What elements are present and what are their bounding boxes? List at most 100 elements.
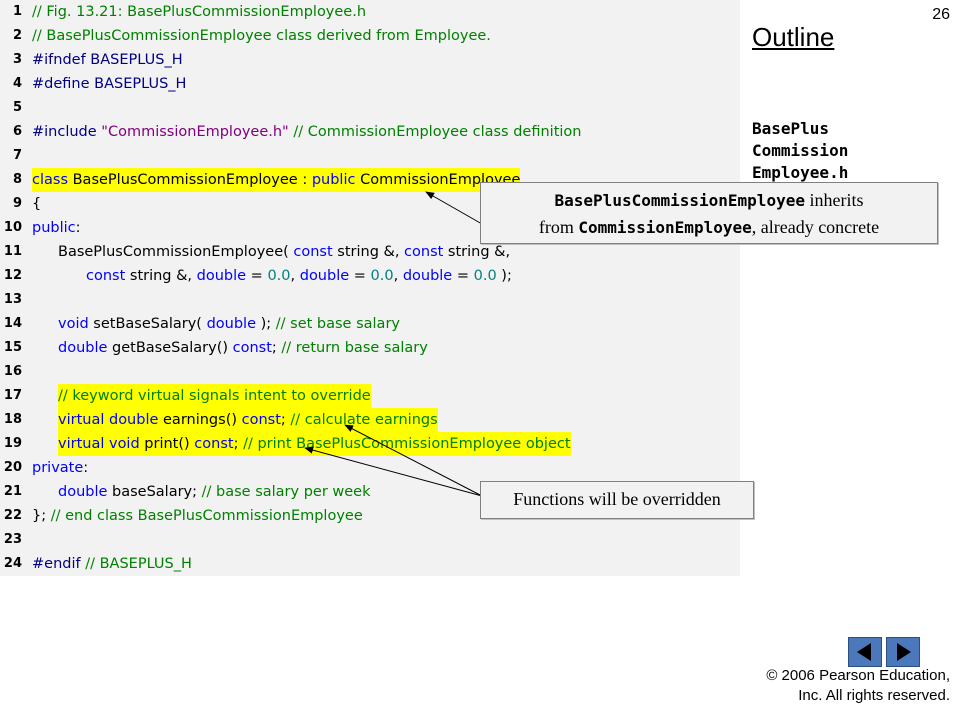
filename-line-2: Commission xyxy=(752,141,849,160)
code-text: const string &, double = 0.0, double = 0… xyxy=(86,264,512,288)
code-token: string &, xyxy=(332,244,405,260)
code-token: : xyxy=(75,220,81,236)
code-text: // Fig. 13.21: BasePlusCommissionEmploye… xyxy=(32,0,366,24)
code-token: ; xyxy=(271,340,282,356)
outline-title[interactable]: Outline xyxy=(752,22,835,52)
code-token: // Fig. 13.21: BasePlusCommissionEmploye… xyxy=(32,4,367,20)
line-number: 4 xyxy=(12,76,22,91)
line-number: 6 xyxy=(12,124,22,139)
code-token: = xyxy=(349,268,371,284)
code-listing: 1 // Fig. 13.21: BasePlusCommissionEmploy… xyxy=(0,0,740,576)
code-token: , xyxy=(290,268,300,284)
line-number: 3 xyxy=(12,52,22,67)
callout-inherits: BasePlusCommissionEmployee inherits from… xyxy=(480,182,938,244)
code-token: , xyxy=(393,268,403,284)
code-token: const xyxy=(241,412,281,428)
code-line: 7 xyxy=(0,144,740,168)
code-line: 24#endif // BASEPLUS_H xyxy=(0,552,740,576)
code-token: 0.0 xyxy=(370,268,394,284)
code-token: = xyxy=(246,268,268,284)
prev-slide-button[interactable] xyxy=(848,637,882,667)
code-token: // CommissionEmployee class definition xyxy=(288,124,582,140)
code-text: #include "CommissionEmployee.h" // Commi… xyxy=(32,120,581,144)
code-token: earnings() xyxy=(158,412,242,428)
next-slide-button[interactable] xyxy=(886,637,920,667)
line-number: 16 xyxy=(3,364,22,379)
code-token: public xyxy=(32,220,76,236)
code-token: const xyxy=(232,340,272,356)
code-token: #ifndef BASEPLUS_H xyxy=(32,52,183,68)
code-token: string &, xyxy=(125,268,197,284)
line-number: 18 xyxy=(3,412,22,427)
code-line: 23 xyxy=(0,528,740,552)
line-number: 1 xyxy=(12,4,22,19)
code-token: const xyxy=(404,244,444,260)
code-line: 9{ xyxy=(0,192,740,216)
code-token: void xyxy=(108,436,140,452)
code-line: 1 // Fig. 13.21: BasePlusCommissionEmploy… xyxy=(0,0,740,24)
code-token: getBaseSalary() xyxy=(107,340,233,356)
code-token: = xyxy=(452,268,474,284)
code-token: double xyxy=(108,412,159,428)
code-token: double xyxy=(206,316,256,332)
copyright-line-2: Inc. All rights reserved. xyxy=(798,687,950,704)
code-text: virtual double earnings() const; // calc… xyxy=(58,408,438,432)
code-line: 6 #include "CommissionEmployee.h" // Comm… xyxy=(0,120,740,144)
callout-inherits-text2: from xyxy=(538,217,579,237)
code-line: 2 // BasePlusCommissionEmployee class der… xyxy=(0,24,740,48)
line-number: 9 xyxy=(12,196,22,211)
line-number: 7 xyxy=(12,148,22,163)
slide-number: 26 xyxy=(932,6,950,23)
code-text: BasePlusCommissionEmployee( const string… xyxy=(58,240,510,264)
code-token: }; xyxy=(32,508,51,524)
code-line: 3 #ifndef BASEPLUS_H xyxy=(0,48,740,72)
code-line: 17// keyword virtual signals intent to o… xyxy=(0,384,740,408)
code-token: #include xyxy=(32,124,102,140)
code-text: void setBaseSalary( double ); // set bas… xyxy=(58,312,400,336)
code-token: "CommissionEmployee.h" xyxy=(101,124,289,140)
line-number: 10 xyxy=(3,220,22,235)
code-token: void xyxy=(58,316,89,332)
callout-inherits-class: BasePlusCommissionEmployee xyxy=(554,191,805,210)
filename-line-1: BasePlus xyxy=(752,119,830,138)
code-token: double xyxy=(58,484,108,500)
code-token: ; xyxy=(280,412,291,428)
code-token: virtual xyxy=(58,436,105,452)
code-token: // keyword virtual signals intent to ove… xyxy=(58,388,371,404)
code-token: private xyxy=(32,460,84,476)
line-number: 5 xyxy=(12,100,22,115)
filename-line-3: Employee.h xyxy=(752,163,849,182)
code-line: 16 xyxy=(0,360,740,384)
code-token: // BasePlusCommissionEmployee class deri… xyxy=(32,28,491,44)
code-token: baseSalary; xyxy=(107,484,202,500)
code-token: // base salary per week xyxy=(201,484,371,500)
line-number: 13 xyxy=(3,292,22,307)
code-line: 20 private: xyxy=(0,456,740,480)
code-text: private: xyxy=(32,456,88,480)
line-number: 12 xyxy=(3,268,22,283)
callout-inherits-text3: , already concrete xyxy=(751,217,880,237)
code-token: double xyxy=(299,268,350,284)
line-number: 2 xyxy=(12,28,22,43)
code-token: // set base salary xyxy=(275,316,400,332)
code-token: double xyxy=(58,340,108,356)
code-token: #define BASEPLUS_H xyxy=(32,76,187,92)
code-token: ); xyxy=(256,316,276,332)
code-text: #ifndef BASEPLUS_H xyxy=(32,48,183,72)
code-token: class xyxy=(32,172,68,188)
code-line: 22}; // end class BasePlusCommissionEmpl… xyxy=(0,504,740,528)
code-token: // BASEPLUS_H xyxy=(80,556,192,572)
code-text: double getBaseSalary() const; // return … xyxy=(58,336,428,360)
line-number: 20 xyxy=(3,460,22,475)
code-text: double baseSalary; // base salary per we… xyxy=(58,480,371,504)
code-token: const xyxy=(194,436,234,452)
code-token: // calculate earnings xyxy=(290,412,438,428)
code-token: virtual xyxy=(58,412,105,428)
code-text: #endif // BASEPLUS_H xyxy=(32,552,192,576)
code-token: 0.0 xyxy=(267,268,291,284)
line-number: 21 xyxy=(3,484,22,499)
